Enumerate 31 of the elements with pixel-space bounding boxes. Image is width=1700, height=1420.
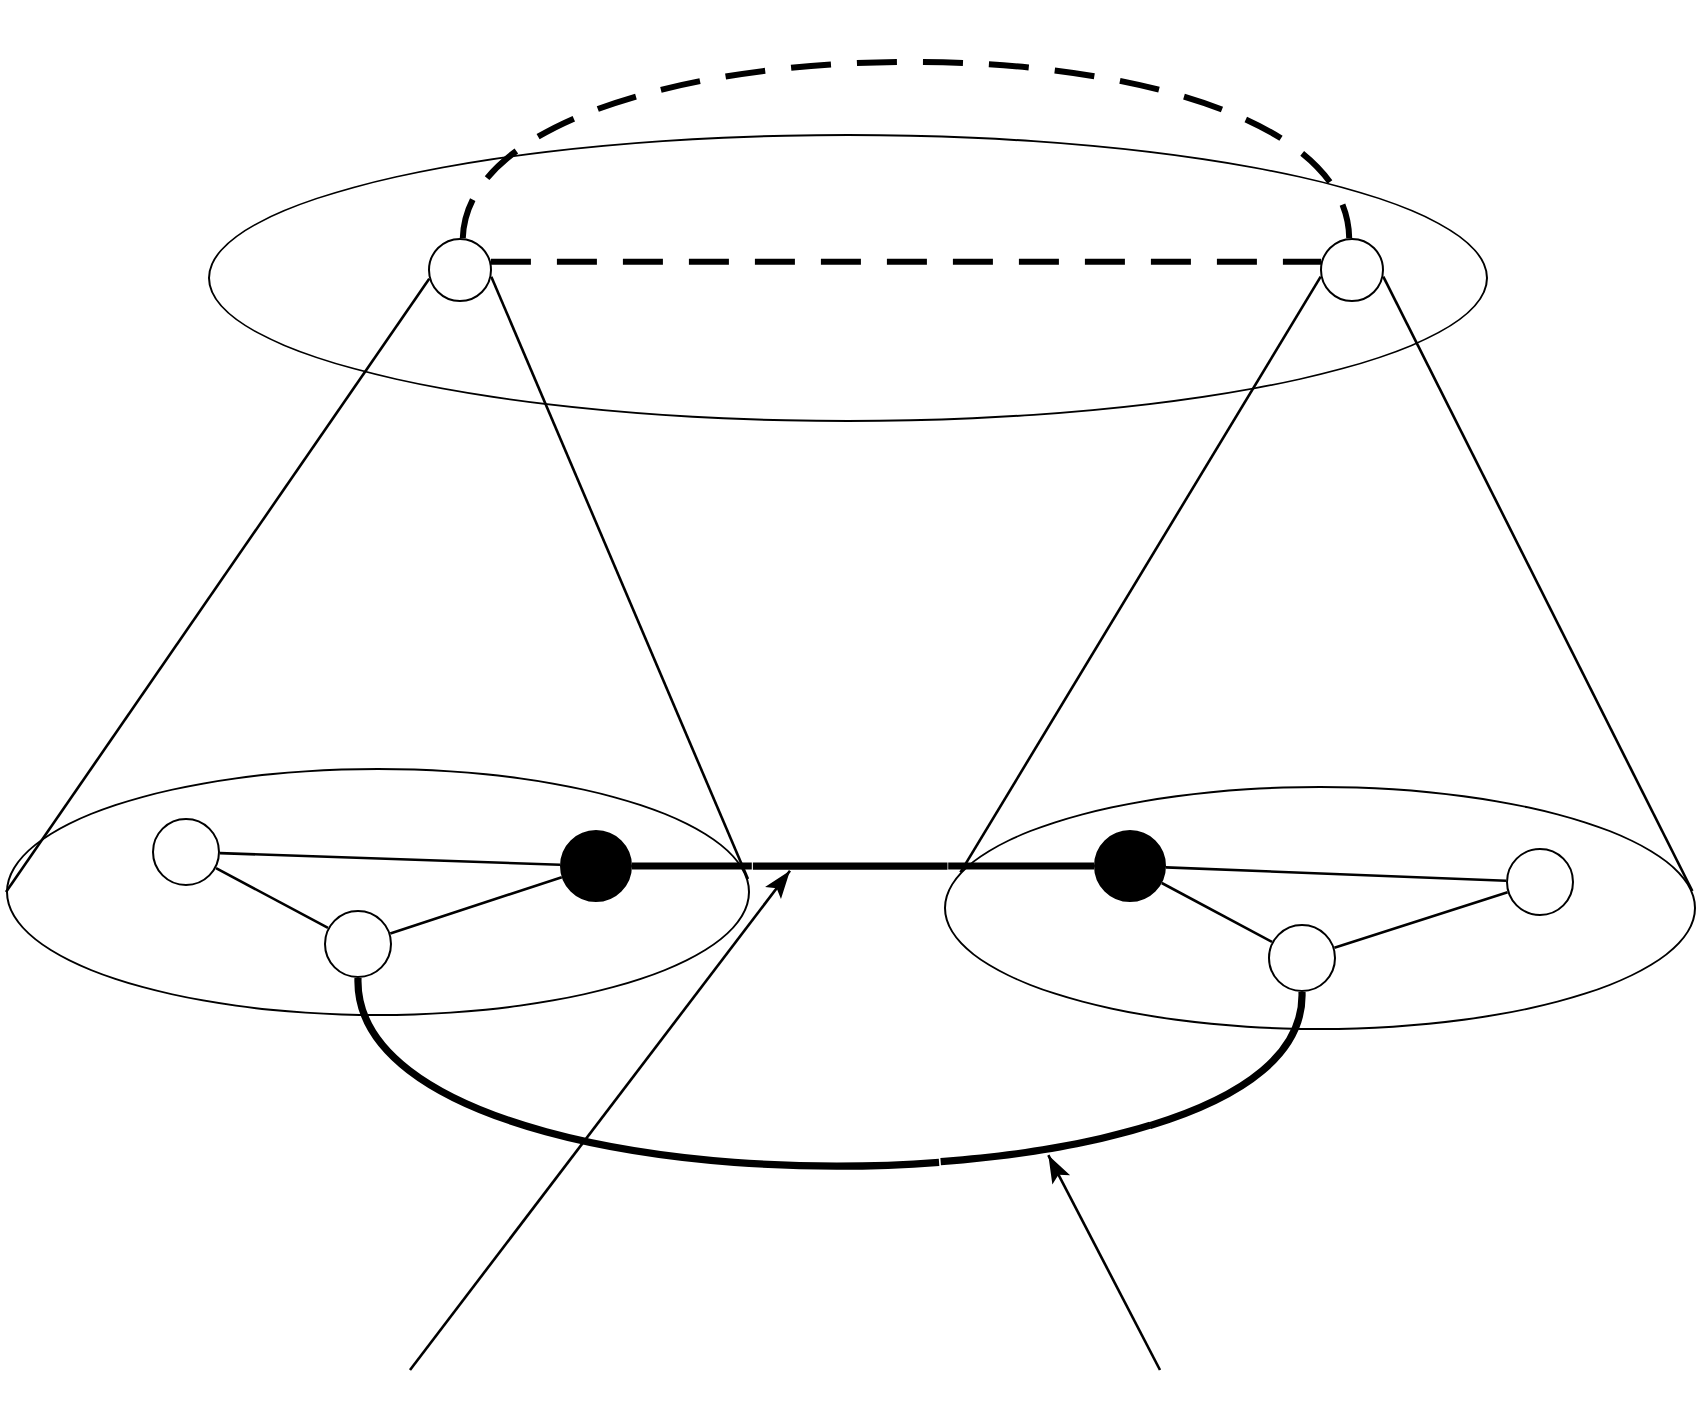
line — [1334, 891, 1508, 949]
line — [219, 851, 561, 867]
node-circle — [151, 817, 220, 886]
arrow — [408, 870, 791, 1371]
thick-line-segment — [939, 1122, 1151, 1167]
group-ellipse — [6, 768, 750, 1016]
curved-thick-line — [1148, 991, 1306, 1130]
curved-dashed-line — [459, 59, 1353, 240]
thick-line — [948, 862, 1094, 870]
filled-node-circle — [559, 829, 632, 902]
group-ellipse — [944, 786, 1696, 1030]
node-circle — [427, 237, 492, 302]
line — [1382, 276, 1694, 892]
line — [4, 278, 431, 893]
arrow — [1047, 1154, 1162, 1371]
curved-thick-line — [354, 977, 940, 1170]
node-circle — [323, 909, 392, 978]
line — [959, 275, 1322, 873]
filled-node-circle — [1093, 829, 1166, 902]
thick-line — [632, 862, 752, 870]
line — [215, 866, 329, 930]
line — [1161, 881, 1273, 944]
group-ellipse — [208, 134, 1488, 422]
line — [1165, 866, 1507, 882]
thick-line-segment — [751, 861, 949, 871]
line — [490, 276, 750, 880]
node-circle — [1505, 847, 1574, 916]
node-circle — [1267, 923, 1336, 992]
dashed-line — [490, 258, 1322, 265]
node-circle — [1319, 237, 1384, 302]
line — [389, 875, 563, 935]
